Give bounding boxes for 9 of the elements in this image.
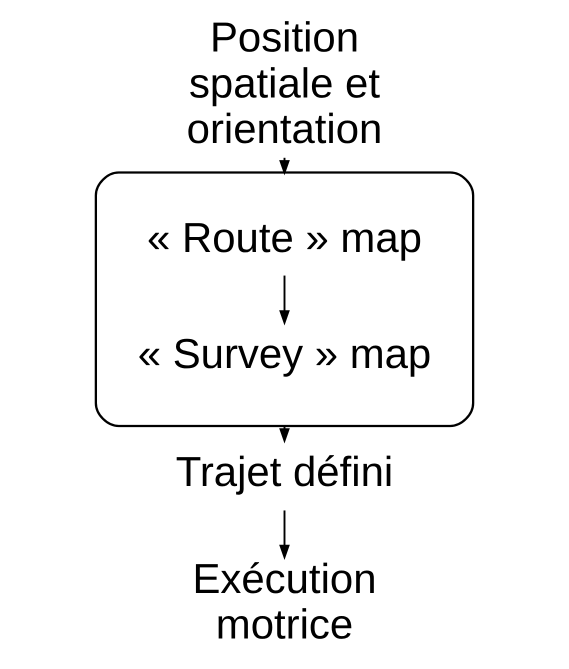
node-text: « Survey » map (138, 330, 432, 378)
node-text: Position spatiale et orientation (186, 14, 382, 152)
node-text: « Route » map (147, 214, 422, 261)
arrow (279, 426, 290, 444)
arrow (279, 276, 290, 326)
node-text: Exécution motrice (192, 554, 377, 648)
node-text: Trajet défini (176, 448, 394, 496)
arrow (279, 510, 290, 560)
cluster (94, 171, 474, 428)
